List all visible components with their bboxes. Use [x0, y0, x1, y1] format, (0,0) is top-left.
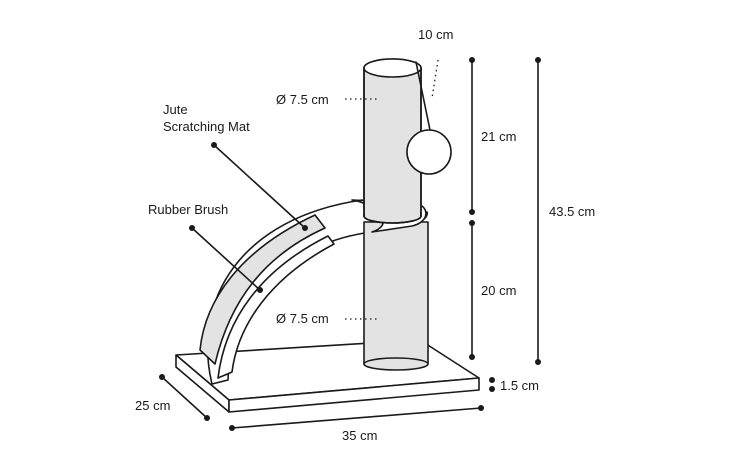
lower-post	[363, 221, 429, 371]
leader-ball-string	[431, 59, 439, 99]
label-upper-height: 21 cm	[481, 129, 516, 144]
toy-ball	[406, 61, 452, 175]
pointer-rubber	[189, 225, 263, 293]
rubber-brush	[217, 235, 335, 379]
jute-mat	[199, 214, 326, 365]
label-width: 35 cm	[342, 428, 377, 443]
label-base-thickness: 1.5 cm	[500, 378, 539, 393]
label-rubber-brush: Rubber Brush	[148, 202, 228, 217]
label-ball-string: 10 cm	[418, 27, 453, 42]
label-total-height: 43.5 cm	[549, 204, 595, 219]
dim-depth	[159, 374, 210, 421]
pointer-jute	[211, 142, 308, 231]
dim-width	[229, 405, 484, 431]
arch	[199, 199, 428, 385]
label-bottom-diameter: Ø 7.5 cm	[276, 311, 329, 326]
dim-lower-height	[469, 220, 475, 360]
label-jute-line2: Scratching Mat	[163, 119, 250, 134]
dim-upper-height	[469, 57, 475, 215]
label-depth: 25 cm	[135, 398, 170, 413]
label-jute-line1: Jute	[163, 102, 188, 117]
dim-total-height	[535, 57, 541, 365]
label-lower-height: 20 cm	[481, 283, 516, 298]
dim-base-thickness	[489, 377, 495, 392]
label-top-diameter: Ø 7.5 cm	[276, 92, 329, 107]
